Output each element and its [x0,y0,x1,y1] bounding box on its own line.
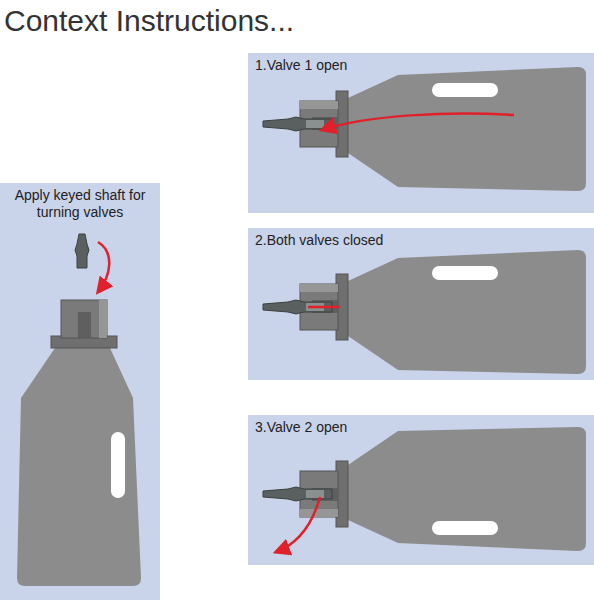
panel-label: 1.Valve 1 open [255,57,347,74]
panel-label: 2.Both valves closed [255,232,383,249]
panel-label: 3.Valve 2 open [255,419,347,436]
panel-label: Apply keyed shaft for turning valves [4,187,156,221]
page-title: Context Instructions... [4,4,294,38]
